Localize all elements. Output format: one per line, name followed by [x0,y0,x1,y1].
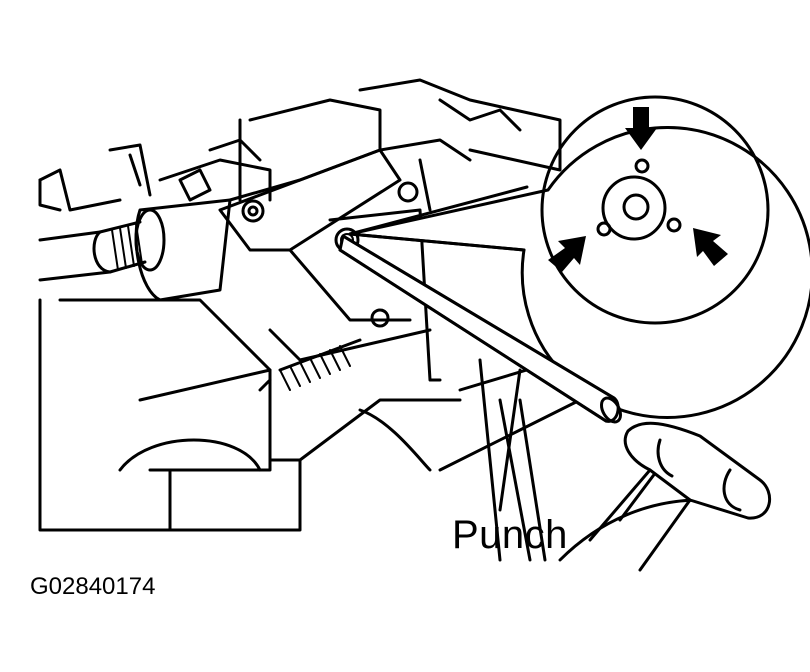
punch-leader-line [498,368,522,512]
throttle-shaft [38,138,272,302]
return-spring [258,328,432,462]
arrow-up-right-icon [548,236,586,272]
arrow-down-icon [625,107,657,150]
punch-tool [338,234,622,424]
hammer [588,421,771,572]
figure-code: G02840174 [30,573,156,600]
linkage-plate [218,148,442,382]
arrow-up-left-icon [693,228,728,266]
punch-label: Punch [452,513,568,557]
